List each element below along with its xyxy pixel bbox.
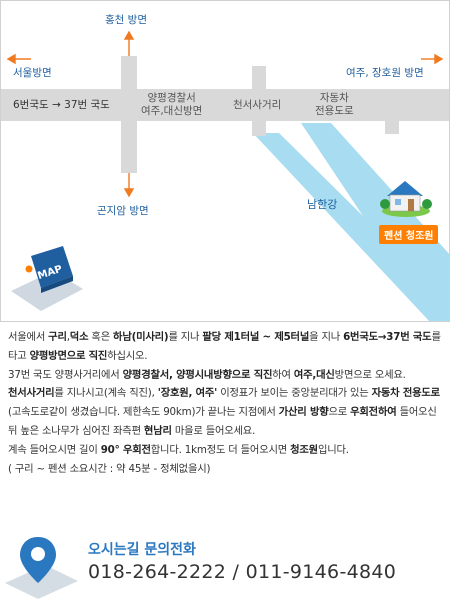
map-logo-icon: MAP (11, 246, 83, 311)
label-hongcheon: 홍천 방면 (105, 14, 147, 26)
road-cheonseo (252, 66, 266, 136)
emphasis-text: 6번국도→37번 국도 (343, 331, 432, 343)
road-expressway (385, 89, 399, 134)
label-seoul: 서울방면 (13, 67, 52, 79)
emphasis-text: 양평경찰서, 양평시내방향으로 직진 (122, 368, 273, 381)
label-expressway-line2: 전용도로 (315, 105, 354, 118)
directions-p4: 계속 들어오시면 길이 90° 우회전합니다. 1km정도 더 들어오시면 청조… (8, 443, 349, 456)
emphasis-text: 팔당 제1터널 ~ 제5터널 (202, 331, 310, 343)
label-river: 남한강 (307, 198, 338, 211)
main-road (1, 89, 449, 121)
label-expressway: 자동차 전용도로 (315, 92, 354, 118)
emphasis-text: 구리 (48, 331, 67, 343)
emphasis-text: 양평방면으로 직진 (29, 349, 108, 362)
pension-house-icon (380, 181, 432, 217)
directions-p1: 서울에서 구리,덕소 혹은 하남(미사리)를 지나 팔당 제1터널 ~ 제5터널… (8, 331, 441, 362)
directions-p2: 37번 국도 양평사거리에서 양평경찰서, 양평시내방향으로 직진하여 여주,대… (8, 368, 406, 381)
emphasis-text: 가산리 방향 (278, 406, 329, 419)
label-cheonseo: 천서사거리 (233, 99, 282, 111)
map-graphic: MAP (1, 30, 449, 321)
arrow-left-icon (6, 53, 31, 65)
pension-badge: 펜션 청조원 (379, 225, 439, 244)
arrow-right-icon (421, 53, 444, 65)
emphasis-text: 자동차 전용도로 (371, 387, 440, 400)
emphasis-text: 하남(미사리) (113, 331, 169, 343)
directions-p3: 천서사거리를 지나시고(계속 직진), '장호원, 여주' 이정표가 보이는 중… (8, 387, 440, 437)
emphasis-text: 현남리 (143, 424, 172, 437)
river-shape (301, 123, 449, 303)
label-expressway-line1: 자동차 (319, 92, 349, 104)
label-police-line2: 여주,대신방면 (141, 105, 203, 118)
emphasis-text: '장호원, 여주' (157, 387, 218, 400)
emphasis-text: 90° 우회전 (100, 443, 151, 456)
arrow-up-icon (123, 30, 135, 56)
emphasis-text: 여주,대신 (293, 368, 335, 381)
road-hongcheon (121, 56, 137, 173)
location-map: MAP 홍천 방면 서울방면 여주, 장호원 방면 6번국도 → 37번 국도 … (0, 0, 450, 322)
location-pin-icon (5, 537, 78, 599)
emphasis-text: 덕소 (69, 331, 89, 343)
label-police: 양평경찰서 여주,대신방면 (141, 92, 202, 118)
river-shape-lower (253, 133, 449, 321)
label-route: 6번국도 → 37번 국도 (13, 99, 110, 111)
contact-phone-numbers: 018-264-2222 / 011-9146-4840 (88, 561, 397, 583)
contact-section: 오시는길 문의전화 018-264-2222 / 011-9146-4840 (0, 525, 450, 600)
arrow-down-icon (123, 173, 135, 198)
label-yeoju-jangho: 여주, 장호원 방면 (346, 67, 424, 79)
emphasis-text: 우회전하여 (350, 406, 397, 419)
label-police-line1: 양평경찰서 (147, 92, 196, 104)
directions-p5: ( 구리 ~ 펜션 소요시간 : 약 45분 - 정체없을시) (8, 462, 211, 475)
directions-text: 서울에서 구리,덕소 혹은 하남(미사리)를 지나 팔당 제1터널 ~ 제5터널… (8, 328, 442, 478)
label-gonjiam: 곤지암 방면 (97, 205, 149, 217)
contact-title: 오시는길 문의전화 (88, 542, 196, 558)
emphasis-text: 청조원 (290, 443, 318, 456)
emphasis-text: 천서사거리 (8, 387, 55, 400)
